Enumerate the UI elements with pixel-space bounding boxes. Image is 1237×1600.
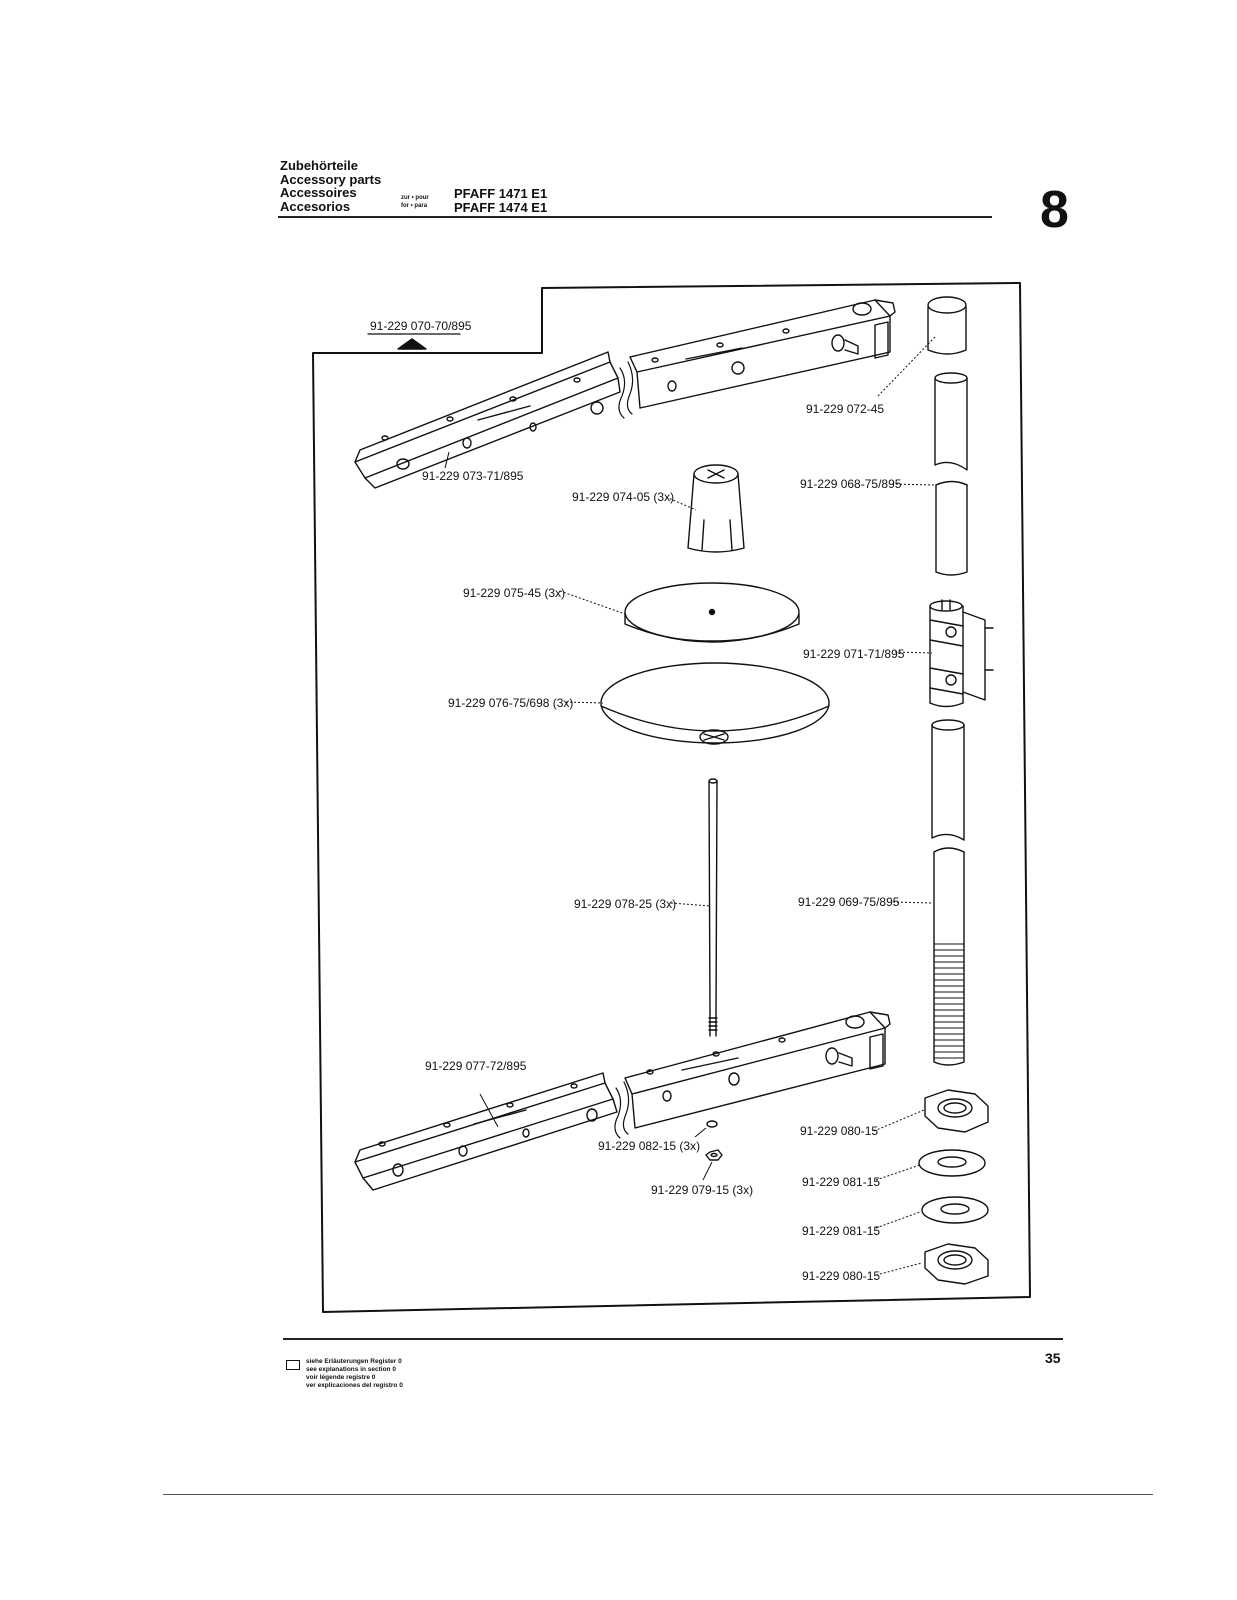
label-washer-2: 91-229 081-15 [802,1224,880,1238]
for-words: zur • pour for • para [401,194,429,210]
label-bottom-arm: 91-229 077-72/895 [425,1059,527,1073]
label-washer-1: 91-229 081-15 [802,1175,880,1189]
label-upper-tube: 91-229 068-75/895 [800,477,902,491]
label-washer-small: 91-229 082-15 (3x) [598,1139,700,1153]
header-line-en: Accessory parts [280,171,382,187]
cap-drawing [927,296,967,355]
lower-tube-drawing [931,719,965,1066]
top-arm-drawing [354,299,896,489]
nut-top-drawing [924,1089,989,1133]
label-top-arm-assembly: 91-229 070-70/895 [370,319,472,333]
spindle-drawing [708,778,718,1037]
model-1: PFAFF 1471 E1 [454,186,548,201]
note-en: see explanations in section 0 [306,1366,396,1373]
label-large-disc: 91-229 076-75/698 (3x) [448,696,573,710]
small-disc-drawing [624,582,800,643]
label-cap: 91-229 072-45 [806,402,884,416]
washer-2-drawing [921,1196,989,1224]
note-es: ver explicaciones del registro 0 [306,1382,403,1389]
for-word-1: zur • pour [401,195,429,201]
label-spool-holder: 91-229 074-05 (3x) [572,490,674,504]
header-line-es: Accesorios [280,198,351,214]
upper-tube-drawing [934,372,968,576]
header-rule [278,216,992,218]
label-nut-small: 91-229 079-15 (3x) [651,1183,753,1197]
header-titles: Zubehörteile Accessory parts Accessoires… [280,159,381,213]
large-disc-drawing [600,662,830,745]
bottom-arm-drawing [354,1011,891,1191]
section-number: 8 [1040,181,1069,239]
bottom-scan-rule [163,1494,1153,1495]
header-line-fr: Accessoires [280,185,357,200]
note-box-icon [286,1360,300,1370]
label-top-arm: 91-229 073-71/895 [422,469,524,483]
clamp-drawing [929,599,994,708]
footer-rule [283,1338,1063,1340]
footer-notes: siehe Erläuterungen Register 0 see expla… [306,1358,403,1390]
for-word-2: for • para [401,203,428,209]
spool-holder-drawing [687,464,745,553]
label-nut-bottom: 91-229 080-15 [802,1269,880,1283]
header-line-de: Zubehörteile [280,158,359,173]
label-small-disc: 91-229 075-45 (3x) [463,586,565,600]
model-2: PFAFF 1474 E1 [454,200,548,215]
label-nut-top: 91-229 080-15 [800,1124,878,1138]
label-spindle: 91-229 078-25 (3x) [574,897,676,911]
page-number: 35 [1045,1350,1061,1366]
note-fr: voir légende registre 0 [306,1374,376,1381]
label-lower-tube: 91-229 069-75/895 [798,895,900,909]
model-names: PFAFF 1471 E1 PFAFF 1474 E1 [454,187,547,215]
note-de: siehe Erläuterungen Register 0 [306,1358,402,1365]
assembly-arrow-icon [397,338,427,350]
label-clamp: 91-229 071-71/895 [803,647,905,661]
small-nut-drawing [705,1149,723,1161]
nut-bottom-drawing [924,1243,989,1285]
washer-1-drawing [918,1149,986,1177]
small-washer-drawing [706,1120,718,1128]
diagram-frame [312,282,1031,1313]
